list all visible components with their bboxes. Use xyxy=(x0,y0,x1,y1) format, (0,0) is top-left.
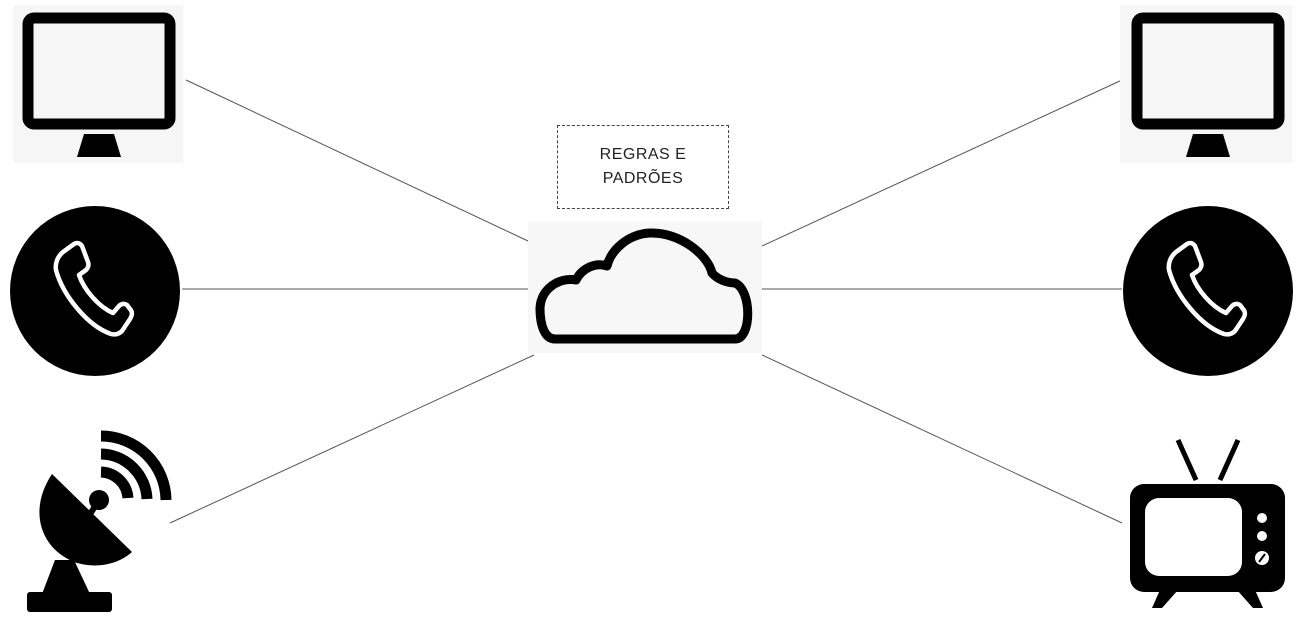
connector-right-monitor xyxy=(761,79,1123,247)
phone-icon xyxy=(10,206,180,376)
monitor-icon xyxy=(13,5,183,163)
connector-lines xyxy=(169,79,1123,524)
connector-left-satellite xyxy=(169,354,535,524)
cloud-icon xyxy=(528,222,762,353)
connector-left-monitor xyxy=(185,79,529,242)
tv-icon xyxy=(1130,438,1285,608)
label-line-1: REGRAS E xyxy=(599,146,687,163)
monitor-icon xyxy=(1120,5,1292,163)
rules-standards-label: REGRAS E PADRÕES xyxy=(557,125,729,209)
phone-icon xyxy=(1123,206,1293,376)
label-line-2: PADRÕES xyxy=(602,170,684,187)
connector-right-tv xyxy=(761,354,1123,524)
satellite-dish-icon xyxy=(27,430,172,612)
